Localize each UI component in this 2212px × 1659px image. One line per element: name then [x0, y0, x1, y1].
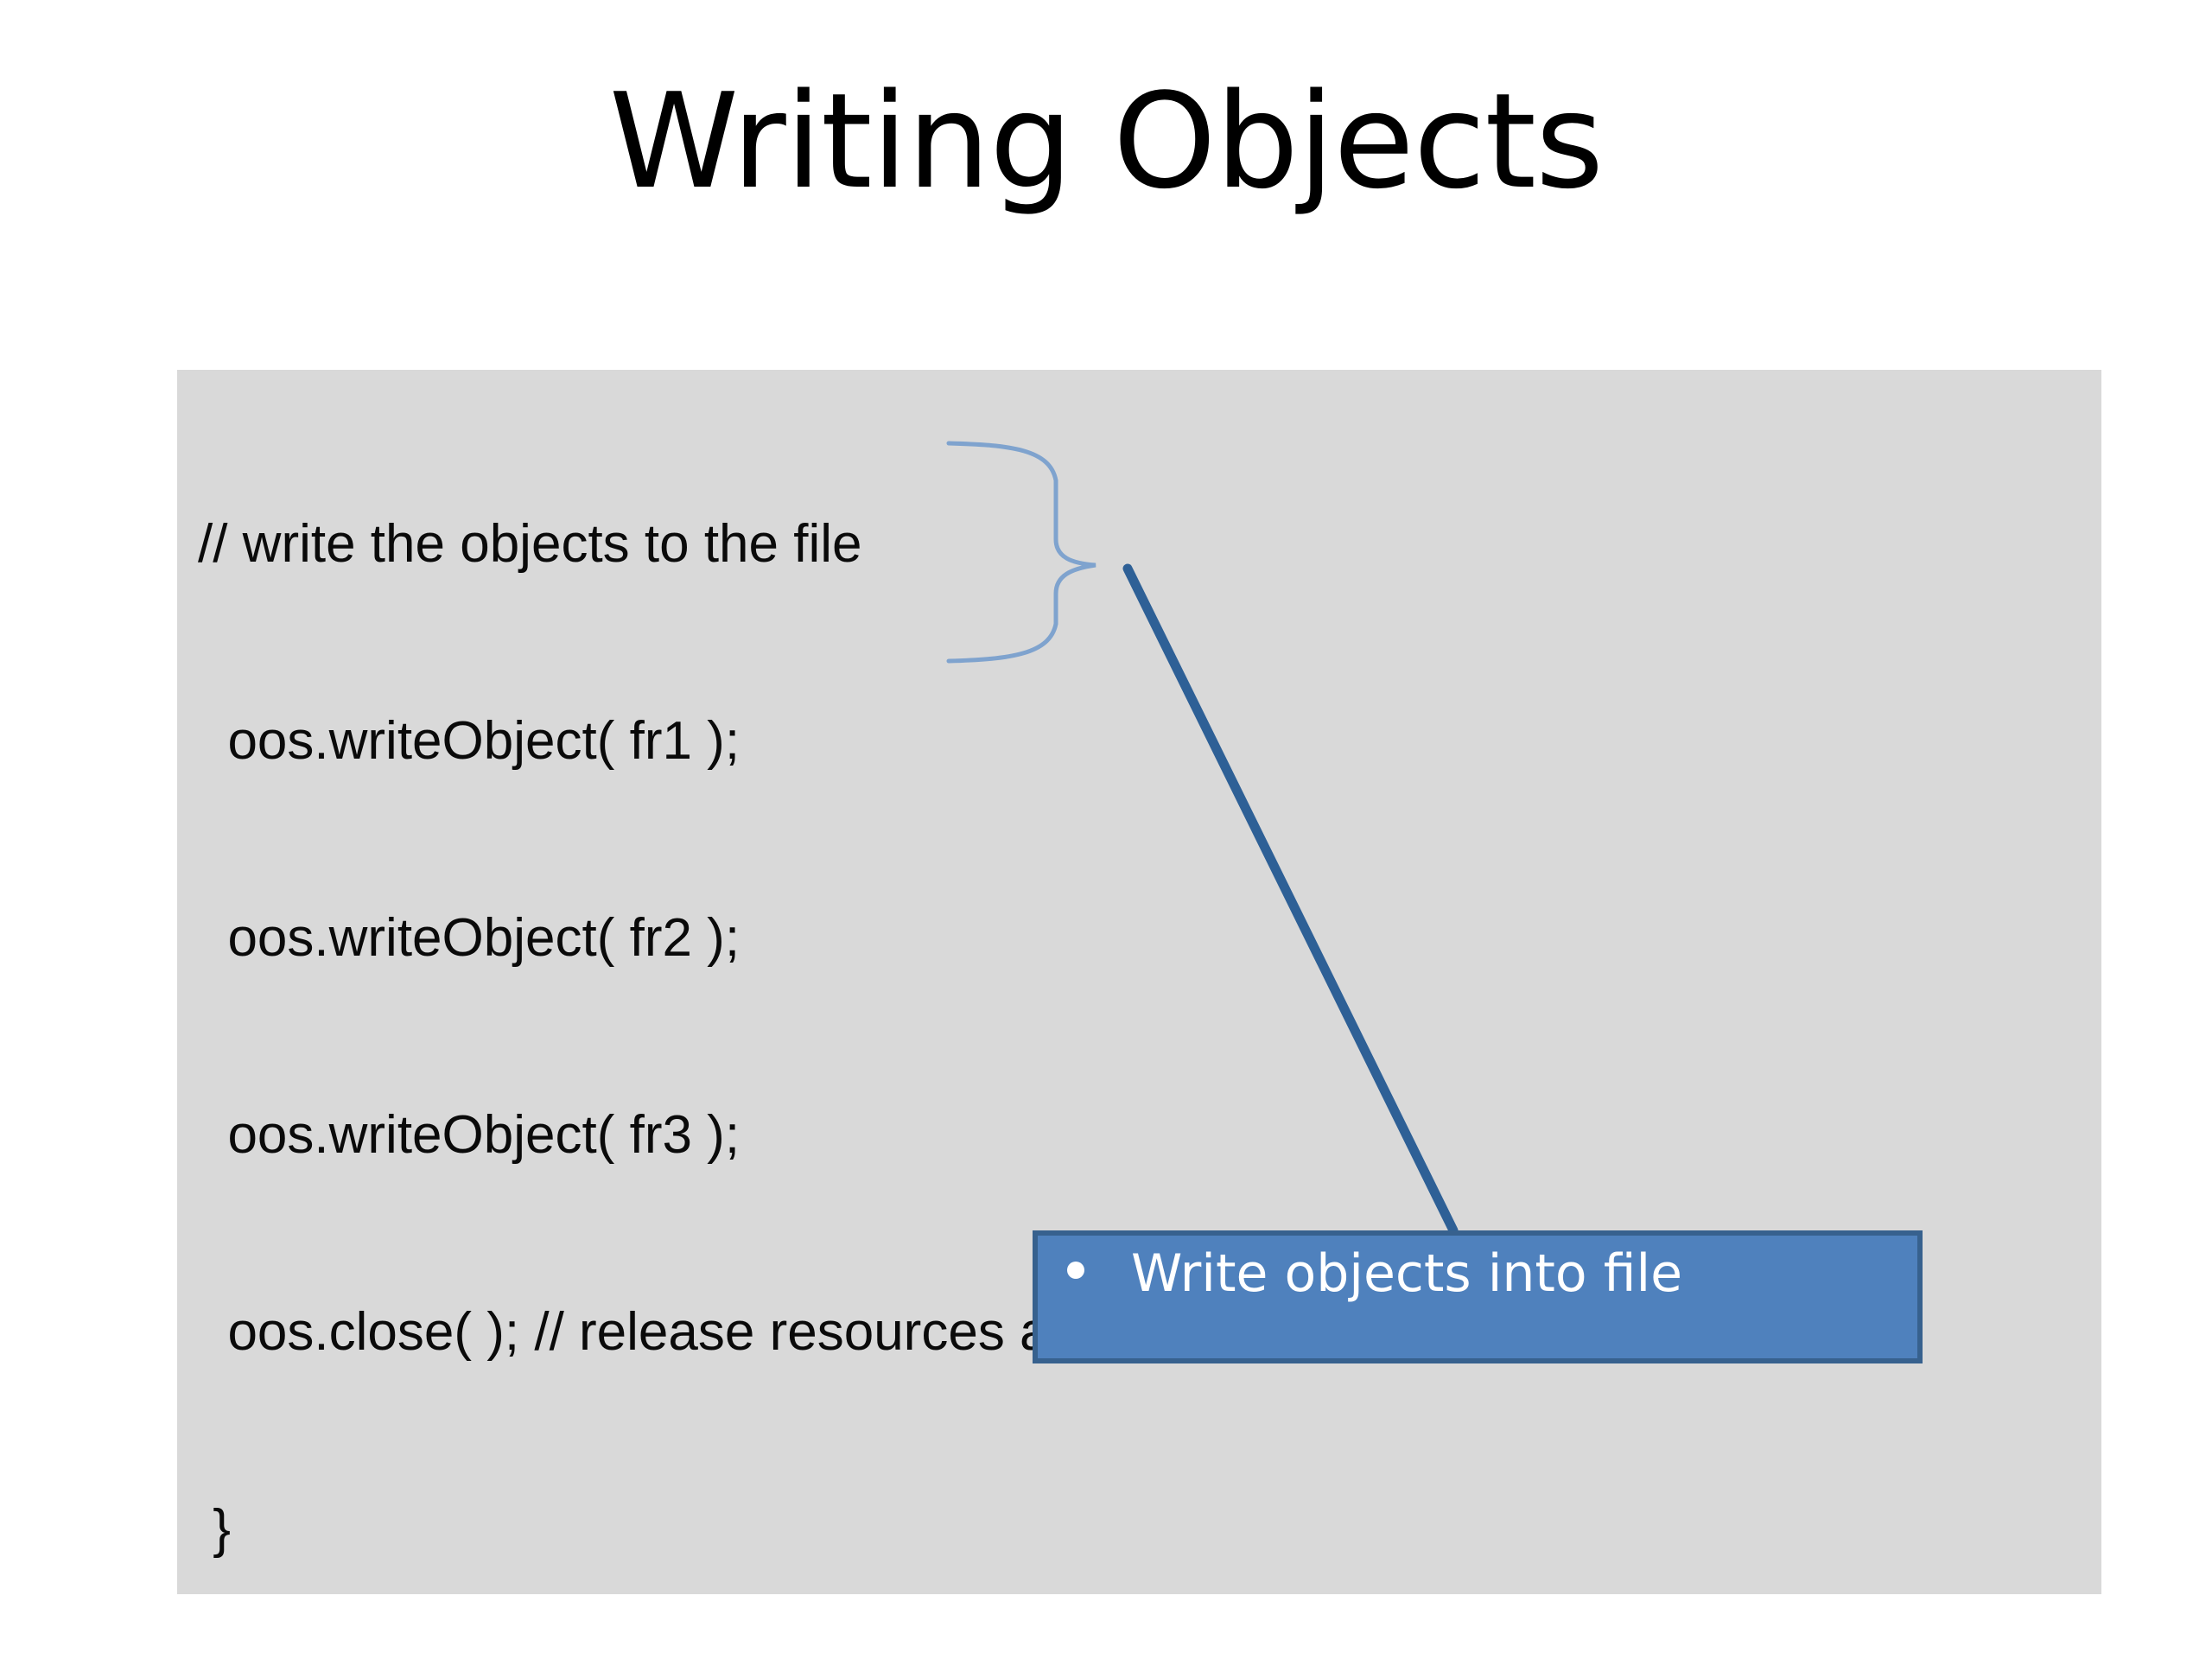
code-line: // write the objects to the file [198, 514, 862, 574]
bullet-icon [1067, 1262, 1084, 1279]
callout-label: Write objects into file [1131, 1243, 1683, 1304]
code-line: oos.writeObject( fr2 ); [198, 908, 741, 968]
code-line: oos.writeObject( fr3 ); [198, 1105, 741, 1165]
code-line: oos.writeObject( fr1 ); [198, 711, 741, 771]
code-block-panel: // write the objects to the file oos.wri… [177, 370, 2101, 1594]
code-text: // write the objects to the file oos.wri… [198, 380, 2101, 1659]
page-title: Writing Objects [608, 65, 1604, 218]
callout-box[interactable]: Write objects into file [1033, 1230, 1923, 1363]
code-line: } [198, 1499, 231, 1559]
